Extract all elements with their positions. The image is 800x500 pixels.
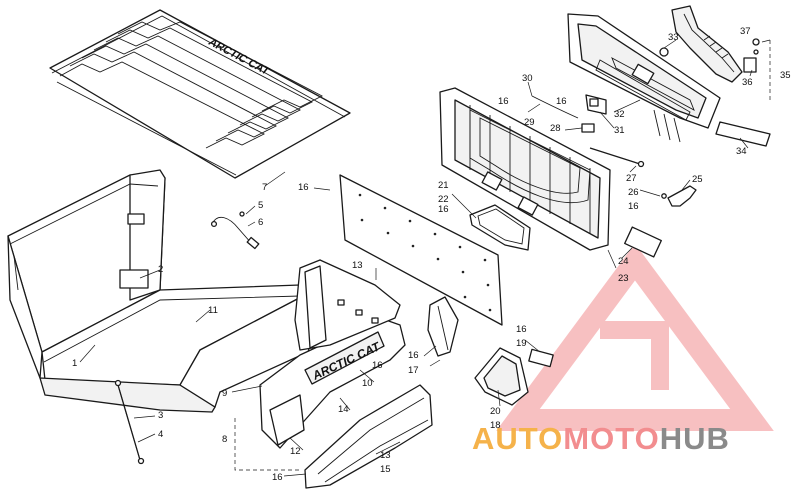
- callout-8: 8: [222, 434, 227, 445]
- latch-plate-part: [624, 226, 662, 258]
- gasket-strip-part: [715, 121, 771, 147]
- handle-bolt-part: [752, 38, 760, 55]
- callout-15: 15: [380, 464, 391, 475]
- callout-12: 12: [290, 446, 301, 457]
- callout-21: 21: [438, 180, 449, 191]
- callout-35: 35: [780, 70, 791, 81]
- callout-9: 9: [222, 388, 227, 399]
- callout-7: 7: [262, 182, 267, 193]
- bracket-28-part: [581, 123, 595, 133]
- callout-28: 28: [550, 123, 561, 134]
- watermark-word-auto: AUTO: [472, 421, 564, 456]
- callout-5: 5: [258, 200, 263, 211]
- callout-18: 18: [490, 420, 501, 431]
- callout-17: 17: [408, 365, 419, 376]
- reference-dash-lines: [234, 40, 771, 471]
- callout-1: 1: [72, 358, 77, 369]
- latch-rod-part: [589, 147, 645, 168]
- cable-30-part: [531, 95, 579, 119]
- callout-27: 27: [626, 173, 637, 184]
- callout-25: 25: [692, 174, 703, 185]
- callout-2: 2: [158, 264, 163, 275]
- callout-3: 3: [158, 410, 163, 421]
- upper-panel-clips: [337, 299, 379, 324]
- side-panel-part: ARCTIC CAT: [259, 317, 406, 449]
- callout-29: 29: [524, 117, 535, 128]
- shell-grommet: [659, 47, 669, 57]
- watermark-wordmark: AUTOMOTOHUB: [472, 420, 794, 458]
- callout-13-lower: 13: [380, 450, 391, 461]
- handle-bracket-36-part: [743, 57, 757, 73]
- callout-labels: 1 2 3 4 5 6 7 8 9 10 11 12 13 13 14 15 1…: [72, 26, 791, 483]
- callout-16-hinge: 16: [628, 201, 639, 212]
- hinge-part: [661, 185, 697, 207]
- callout-16-bracket: 16: [556, 96, 567, 107]
- cargo-box-hook: [127, 213, 145, 225]
- lower-trim-part: [304, 384, 433, 489]
- side-bracket-17-part: [427, 296, 459, 357]
- callout-22: 22: [438, 194, 449, 205]
- callout-16-lower: 16: [272, 472, 283, 483]
- gate-handle-pocket: [469, 204, 531, 251]
- panel-holes: [358, 193, 492, 312]
- callout-16-frame: 16: [438, 204, 449, 215]
- callout-16-panel: 16: [298, 182, 309, 193]
- callout-19: 19: [516, 338, 527, 349]
- tailgate-outer-shell-part: [567, 13, 721, 143]
- callout-34: 34: [736, 146, 747, 157]
- callout-13-upper: 13: [352, 260, 363, 271]
- callout-37: 37: [740, 26, 751, 37]
- tailgate-handle-part: [671, 5, 743, 83]
- callout-23: 23: [618, 273, 629, 284]
- callout-6: 6: [258, 217, 263, 228]
- watermark-triangle: [496, 243, 774, 431]
- callout-10: 10: [362, 378, 373, 389]
- bracket-31-part: [585, 94, 607, 115]
- frame-ribs: [469, 105, 591, 234]
- callout-31: 31: [614, 125, 625, 136]
- callout-4: 4: [158, 429, 163, 440]
- watermark-word-moto: MOTO: [563, 421, 660, 456]
- handle-grip-ribs: [703, 35, 729, 59]
- callout-11: 11: [208, 305, 218, 316]
- callout-33: 33: [668, 32, 679, 43]
- side-panel-vent: [269, 394, 305, 446]
- callout-26: 26: [628, 187, 639, 198]
- latch-cable-part: [210, 211, 260, 250]
- shell-mount-lines: [653, 109, 681, 143]
- bed-mat-part: ARCTIC CAT: [49, 9, 351, 179]
- callout-30: 30: [522, 73, 533, 84]
- upper-side-panel-part: [294, 259, 401, 351]
- tailgate-inner-frame-part: [439, 87, 611, 251]
- gas-strut-part: [114, 379, 145, 465]
- callout-16-clip: 16: [372, 360, 383, 371]
- callout-16-cable: 16: [498, 96, 509, 107]
- callout-14: 14: [338, 404, 349, 415]
- cargo-box-label-plate: [119, 269, 149, 289]
- callout-36: 36: [742, 77, 753, 88]
- pocket-label-19-part: [528, 348, 554, 368]
- cargo-box-part: [7, 169, 326, 413]
- callout-32: 32: [614, 109, 625, 120]
- watermark-word-hub: HUB: [659, 421, 730, 456]
- flat-panel-part: [339, 174, 503, 326]
- callout-20: 20: [490, 406, 501, 417]
- callout-16-side: 16: [408, 350, 419, 361]
- bed-mat-ribs: [59, 21, 323, 149]
- callout-24: 24: [618, 256, 629, 267]
- storage-pocket-part: [474, 347, 529, 406]
- callout-16-pocket: 16: [516, 324, 527, 335]
- leader-lines: [79, 39, 771, 477]
